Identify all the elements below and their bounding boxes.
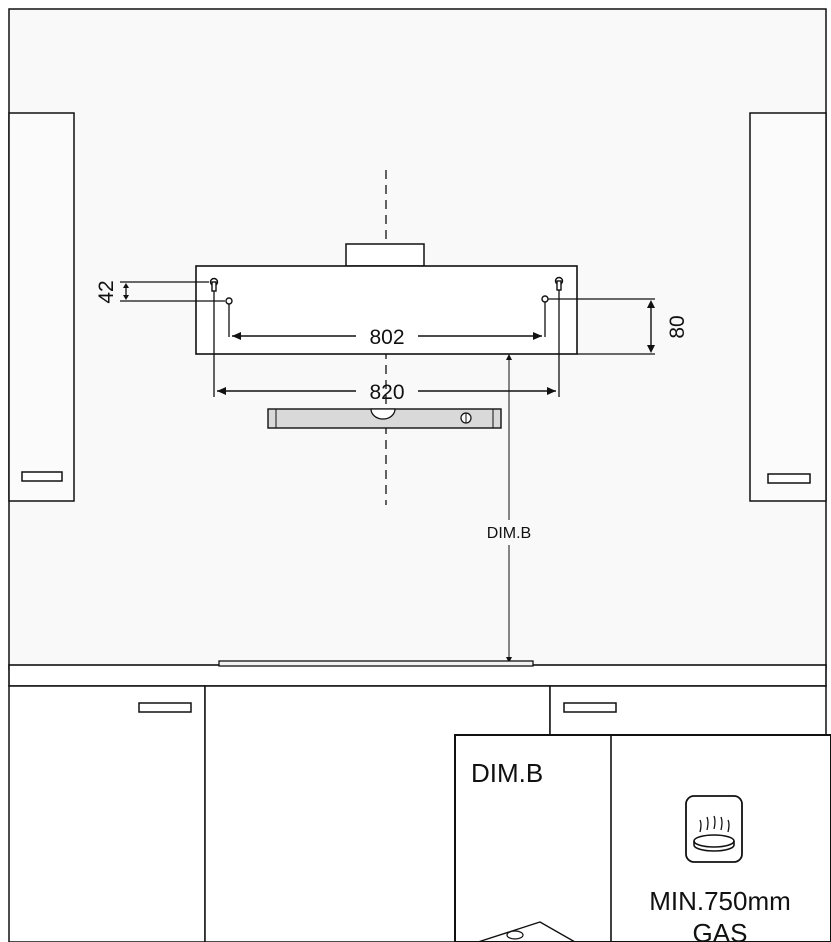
- dimension-820-label: 820: [369, 381, 404, 404]
- keyhole-slot-left: [209, 277, 219, 292]
- dimension-80-label: 80: [666, 315, 689, 338]
- dim-b-label: DIM.B: [487, 525, 531, 542]
- legend-box: DIM.B MIN.750mm GAS: [454, 734, 831, 942]
- left-cabinet-handle: [21, 471, 63, 482]
- hob-surface: [218, 660, 534, 667]
- hood-body: [195, 265, 578, 355]
- dimension-80: 80: [647, 300, 689, 353]
- right-cabinet-handle: [767, 473, 811, 484]
- bubble-level: [267, 408, 502, 429]
- legend-gas-label: GAS: [693, 918, 748, 942]
- dimension-42-label: 42: [95, 280, 118, 303]
- dimension-802-label: 802: [369, 326, 404, 349]
- dimension-820: 820: [217, 381, 556, 404]
- worktop: [8, 660, 827, 687]
- keyhole-slot-right: [554, 276, 564, 291]
- extension-lines: [120, 281, 655, 397]
- legend-min-distance: MIN.750mm: [649, 886, 791, 916]
- left-wall-cabinet: [8, 112, 75, 502]
- dimension-802: 802: [232, 326, 542, 349]
- legend-hood-sketch-knob: [506, 930, 524, 940]
- legend-hood-sketch: [477, 921, 576, 942]
- legend-title: DIM.B: [471, 758, 543, 788]
- dimension-dim-b: DIM.B: [487, 354, 531, 663]
- gas-burner-icon: [685, 795, 743, 863]
- screw-hole-right: [541, 295, 549, 303]
- base-cabinet-handle-left: [138, 702, 192, 713]
- right-wall-cabinet: [749, 112, 827, 502]
- base-cabinet-handle-right: [563, 702, 617, 713]
- dimension-42: 42: [95, 280, 129, 304]
- screw-hole-left: [225, 297, 233, 305]
- hood-chimney: [345, 243, 425, 267]
